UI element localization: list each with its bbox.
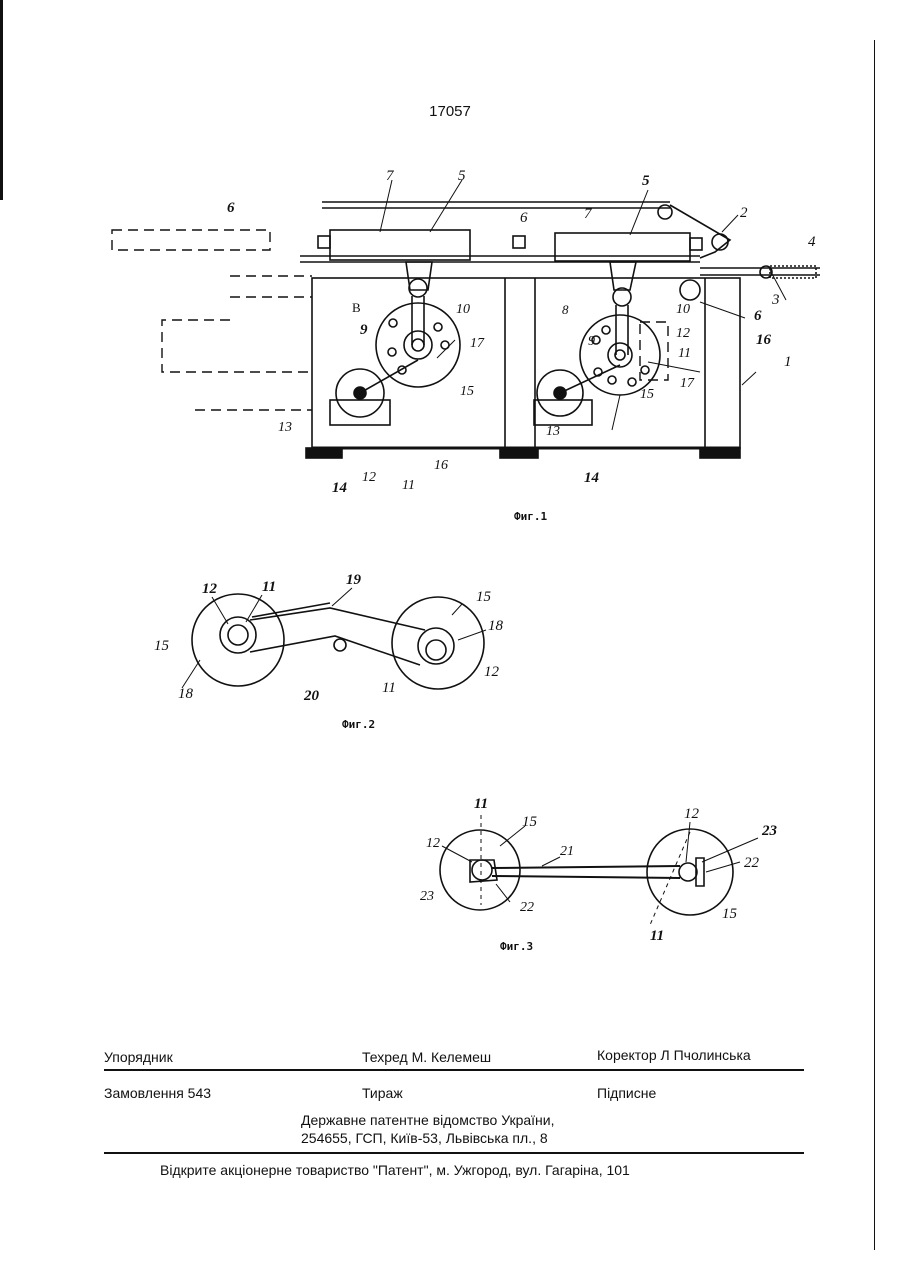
fig3-label: 15 <box>522 814 537 831</box>
imprint-office-line2: 254655, ГСП, Київ-53, Львівська пл., 8 <box>301 1130 548 1146</box>
imprint-subscription: Підписне <box>597 1085 656 1101</box>
imprint-divider-bottom <box>104 1152 804 1154</box>
fig3-label: 23 <box>420 889 434 905</box>
fig3-label: 12 <box>426 836 440 852</box>
imprint-office-line1: Державне патентне відомство України, <box>301 1112 555 1128</box>
imprint-corrector: Коректор Л Пчолинська <box>597 1047 751 1063</box>
fig3-label: 12 <box>684 806 699 823</box>
imprint-publisher: Відкрите акціонерне товариство "Патент",… <box>160 1162 630 1178</box>
fig3-label: 11 <box>474 796 488 813</box>
imprint-order: Замовлення 543 <box>104 1085 211 1101</box>
imprint-compiler: Упорядник <box>104 1049 173 1065</box>
fig3-label: 22 <box>520 900 534 916</box>
imprint-tech-editor: Техред М. Келемеш <box>362 1049 491 1065</box>
fig3-caption: Фиг.3 <box>500 940 533 953</box>
imprint-divider-top <box>104 1069 804 1071</box>
fig3-label: 21 <box>560 844 574 860</box>
imprint-circulation: Тираж <box>362 1085 403 1101</box>
fig3-label: 11 <box>650 928 664 945</box>
fig3-label: 23 <box>762 823 777 840</box>
fig3-label: 15 <box>722 906 737 923</box>
fig3-label: 22 <box>744 855 759 872</box>
